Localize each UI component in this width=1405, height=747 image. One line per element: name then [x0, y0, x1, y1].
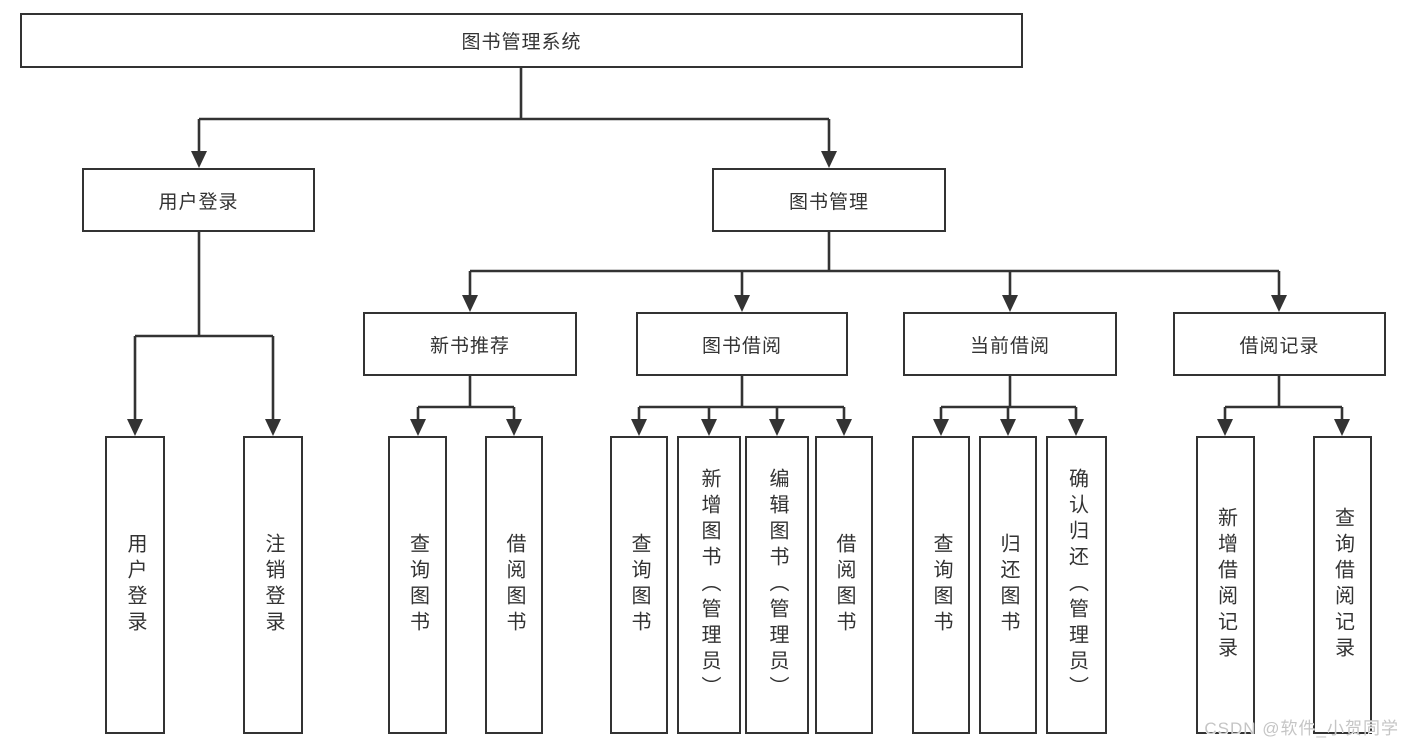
leaf-add-borrow-record-label: 新增借阅记录 [1214, 507, 1237, 663]
leaf-query-books-current-label: 查询图书 [930, 533, 952, 637]
leaf-add-book-admin-label: 新增图书（管理员） [698, 468, 720, 702]
leaf-borrow-book-recommend-label: 借阅图书 [503, 533, 525, 637]
leaf-logout-label: 注销登录 [262, 533, 284, 637]
node-borrowing-records: 借阅记录 [1173, 312, 1386, 376]
leaf-return-book: 归还图书 [979, 436, 1037, 734]
node-new-book-recommend: 新书推荐 [363, 312, 577, 376]
leaf-query-books-recommend: 查询图书 [388, 436, 447, 734]
node-book-management: 图书管理 [712, 168, 946, 232]
node-library-management-system: 图书管理系统 [20, 13, 1023, 68]
node-current-borrowing: 当前借阅 [903, 312, 1117, 376]
csdn-watermark: CSDN @软件_小贺同学 [1204, 719, 1399, 738]
leaf-add-borrow-record: 新增借阅记录 [1196, 436, 1255, 734]
leaf-user-login: 用户登录 [105, 436, 165, 734]
leaf-query-borrow-record-label: 查询借阅记录 [1331, 507, 1354, 663]
leaf-user-login-label: 用户登录 [124, 533, 146, 637]
leaf-query-books-recommend-label: 查询图书 [406, 533, 429, 637]
leaf-query-borrow-record: 查询借阅记录 [1313, 436, 1372, 734]
leaf-confirm-return-admin-label: 确认归还（管理员） [1065, 468, 1088, 702]
leaf-query-books-borrow: 查询图书 [610, 436, 668, 734]
leaf-add-book-admin: 新增图书（管理员） [677, 436, 741, 734]
leaf-query-books-borrow-label: 查询图书 [628, 533, 650, 637]
leaf-borrow-book: 借阅图书 [815, 436, 873, 734]
leaf-query-books-current: 查询图书 [912, 436, 970, 734]
leaf-edit-book-admin-label: 编辑图书（管理员） [766, 468, 788, 702]
leaf-borrow-book-recommend: 借阅图书 [485, 436, 543, 734]
leaf-borrow-book-label: 借阅图书 [833, 533, 855, 637]
leaf-logout: 注销登录 [243, 436, 303, 734]
leaf-edit-book-admin: 编辑图书（管理员） [745, 436, 809, 734]
node-book-borrowing: 图书借阅 [636, 312, 848, 376]
leaf-return-book-label: 归还图书 [997, 533, 1019, 637]
node-user-login: 用户登录 [82, 168, 315, 232]
leaf-confirm-return-admin: 确认归还（管理员） [1046, 436, 1107, 734]
